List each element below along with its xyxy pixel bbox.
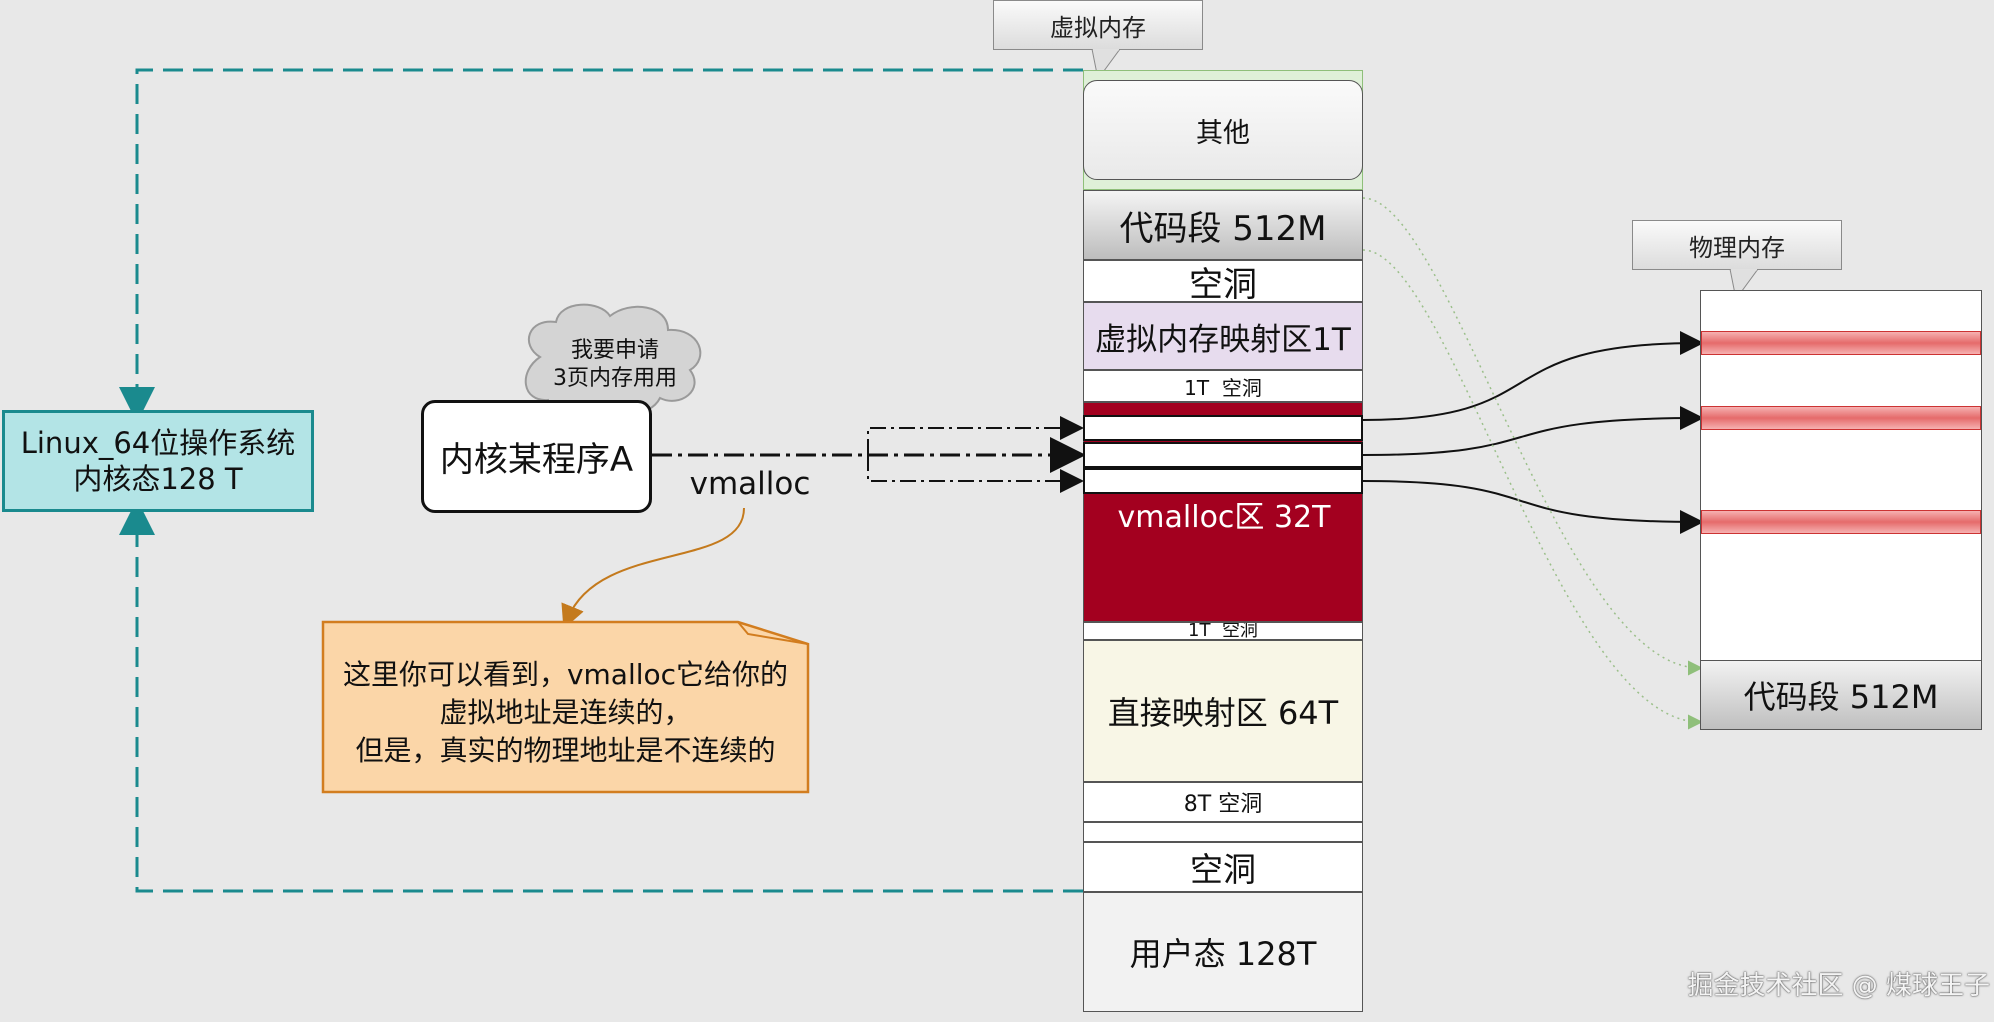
physical-page-1 <box>1701 331 1981 355</box>
dashdot-lower-connector <box>867 455 1084 493</box>
os-kernel-box: Linux_64位操作系统 内核态128 T <box>2 410 314 512</box>
physical-page-2 <box>1701 406 1981 430</box>
kernel-program-box: 内核某程序A <box>421 400 652 513</box>
note-line3: 但是，真实的物理地址是不连续的 <box>355 733 776 767</box>
note-line1: 这里你可以看到，vmalloc它给你的 <box>342 657 789 691</box>
physical-code-segment: 代码段 512M <box>1700 660 1982 730</box>
virtual-memory-label: 虚拟内存 <box>1050 13 1146 42</box>
segment-hole-8t: 8T 空洞 <box>1083 782 1363 822</box>
vmalloc-slot-3 <box>1083 468 1363 494</box>
physical-memory-label: 物理内存 <box>1689 233 1785 262</box>
segment-direct: 直接映射区 64T <box>1083 640 1363 782</box>
note-box: 这里你可以看到，vmalloc它给你的 虚拟地址是连续的， 但是，真实的物理地址… <box>323 640 808 785</box>
segment-hole-1t-b-label: 1T 空洞 <box>1188 622 1258 640</box>
segment-hole-1t-a: 1T 空洞 <box>1083 370 1363 402</box>
cloud-line2: 3页内存用用 <box>553 366 677 391</box>
kernel-program-label: 内核某程序A <box>439 440 634 480</box>
segment-code: 代码段 512M <box>1083 190 1363 260</box>
segment-user: 用户态 128T <box>1083 892 1363 1012</box>
segment-vmap: 虚拟内存映射区1T <box>1083 302 1363 370</box>
watermark: 掘金技术社区 @ 煤球王子 <box>1687 970 1990 1001</box>
note-shape <box>321 620 810 794</box>
vmalloc-slot-1 <box>1083 415 1363 441</box>
segment-hole-8t-label: 8T 空洞 <box>1183 792 1263 817</box>
segment-other-label: 其他 <box>1196 117 1250 149</box>
page-mapping-arrow-3 <box>1362 480 1704 534</box>
virtual-memory-callout: 虚拟内存 <box>993 0 1203 50</box>
segment-hole-1t-a-label: 1T 空洞 <box>1184 375 1262 400</box>
segment-hole-2: 空洞 <box>1083 842 1363 892</box>
segment-hole-1-label: 空洞 <box>1189 264 1257 305</box>
segment-vmap-label: 虚拟内存映射区1T <box>1095 321 1351 358</box>
teal-dashed-bottom-connector <box>119 499 1083 893</box>
segment-direct-label: 直接映射区 64T <box>1107 694 1339 732</box>
os-box-line2: 内核态128 T <box>73 462 243 496</box>
os-box-line1: Linux_64位操作系统 <box>20 426 296 460</box>
vmalloc-slot-2 <box>1083 442 1363 468</box>
physical-code-label: 代码段 512M <box>1743 678 1939 716</box>
segment-blank <box>1083 822 1363 842</box>
physical-memory-callout: 物理内存 <box>1632 220 1842 270</box>
note-line2: 虚拟地址是连续的， <box>439 695 692 729</box>
segment-code-label: 代码段 512M <box>1119 208 1327 249</box>
segment-user-label: 用户态 128T <box>1129 935 1317 973</box>
vmalloc-label: vmalloc <box>689 466 811 502</box>
dashdot-upper-connector <box>867 416 1084 455</box>
page-mapping-arrow-2 <box>1362 406 1704 456</box>
segment-vmalloc-label: vmalloc区 32T <box>1117 500 1331 535</box>
cloud-bubble: 我要申请 3页内存用用 <box>520 330 710 400</box>
cloud-line1: 我要申请 <box>570 338 659 363</box>
code-mapping-dotted-2 <box>1362 249 1703 730</box>
note-pointer-arrow <box>561 507 745 630</box>
page-mapping-arrow-1 <box>1362 331 1704 421</box>
physical-page-3 <box>1701 510 1981 534</box>
segment-other: 其他 <box>1083 80 1363 180</box>
segment-hole-1t-b: 1T 空洞 <box>1083 622 1363 640</box>
segment-hole-2-label: 空洞 <box>1190 850 1256 889</box>
teal-dashed-top-connector <box>119 68 1083 423</box>
segment-hole-1: 空洞 <box>1083 260 1363 305</box>
